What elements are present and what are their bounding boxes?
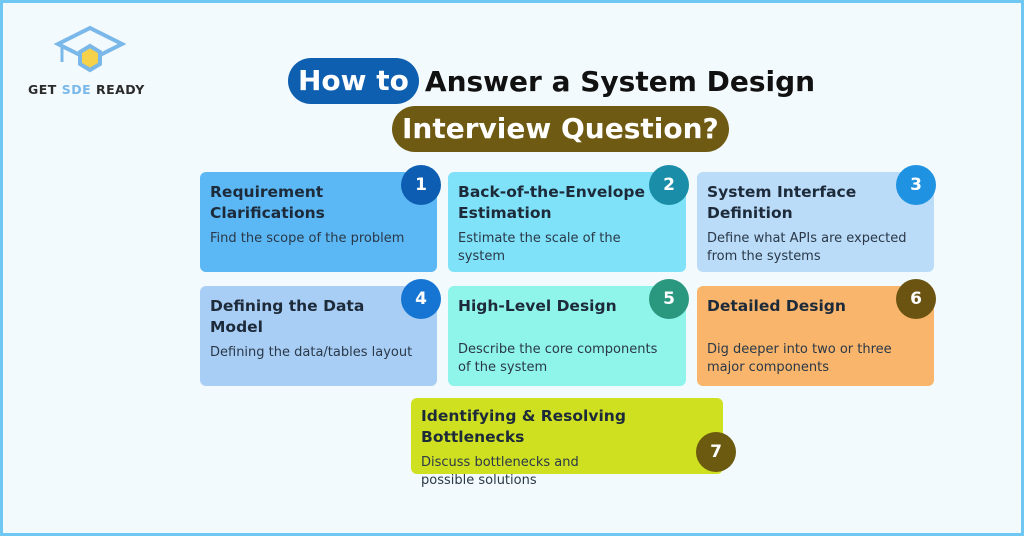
graduation-cap-icon (54, 25, 126, 73)
step-description: Discuss bottlenecks and possible solutio… (421, 455, 579, 488)
step-description: Dig deeper into two or three major compo… (707, 342, 892, 375)
title-text: Answer a System Design (424, 64, 816, 98)
step-number-badge: 6 (896, 279, 936, 319)
step-description: Describe the core components of the syst… (458, 342, 658, 375)
step-number-badge: 7 (696, 432, 736, 472)
step-number-badge: 2 (649, 165, 689, 205)
step-title: Detailed Design (707, 297, 846, 315)
step-description: Estimate the scale of the system (458, 231, 621, 264)
step-description: Defining the data/tables layout (210, 345, 413, 360)
title-highlight: How to (288, 58, 419, 104)
title-line2: Interview Question? (392, 106, 729, 152)
step-title: Requirement Clarifications (210, 183, 325, 222)
step-description: Find the scope of the problem (210, 231, 405, 246)
step-number-badge: 5 (649, 279, 689, 319)
step-title: System Interface Definition (707, 183, 857, 222)
step-title: Identifying & Resolving Bottlenecks (421, 407, 626, 446)
step-title: Defining the Data Model (210, 297, 365, 336)
step-number-badge: 1 (401, 165, 441, 205)
step-description: Define what APIs are expected from the s… (707, 231, 907, 264)
page-title: How to Answer a System Design (288, 58, 815, 104)
step-title: High-Level Design (458, 297, 617, 315)
step-title: Back-of-the-Envelope Estimation (458, 183, 645, 222)
step-number-badge: 3 (896, 165, 936, 205)
step-number-badge: 4 (401, 279, 441, 319)
logo-text: GET SDE READY (28, 82, 145, 97)
